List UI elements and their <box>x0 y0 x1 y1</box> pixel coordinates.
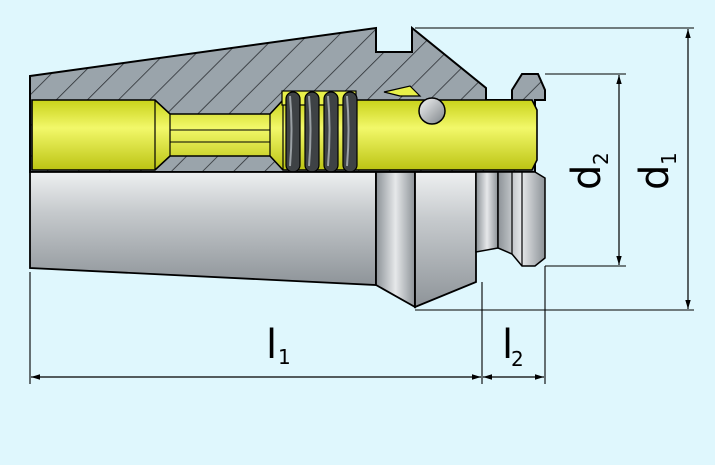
label-l1-subscript: 1 <box>278 345 291 369</box>
label-l2-subscript: 2 <box>511 347 524 371</box>
nut-taper-view <box>414 171 477 309</box>
conical-body-view <box>29 171 377 286</box>
wire-clip <box>383 85 422 97</box>
label-d2-subscript: 2 <box>589 152 613 165</box>
label-d1-group: d 1 <box>632 152 681 190</box>
label-d1: d <box>632 165 678 190</box>
yellow-shank-bore <box>31 99 538 171</box>
retaining-ball-icon <box>418 97 446 125</box>
coil-spring-icon <box>285 91 358 173</box>
label-d2: d <box>564 165 610 190</box>
clamping-nut-view <box>375 171 416 309</box>
label-d1-subscript: 1 <box>657 152 681 165</box>
neck-view <box>475 171 499 253</box>
label-d2-group: d 2 <box>564 152 613 190</box>
label-l1: l <box>266 322 277 368</box>
label-l2: l <box>502 322 513 368</box>
extension-lines <box>29 27 694 384</box>
